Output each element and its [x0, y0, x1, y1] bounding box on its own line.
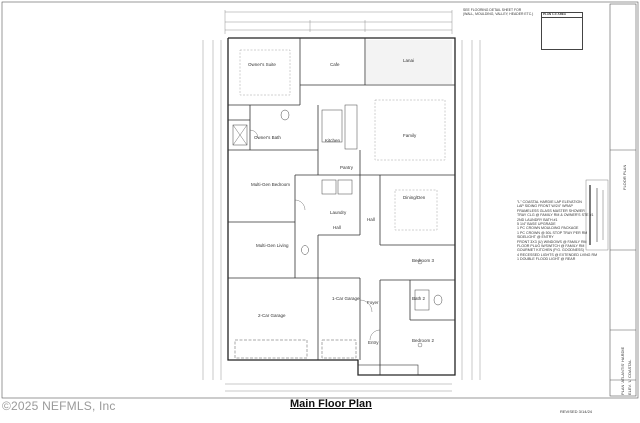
note-line: 1 DOUBLE FLOOD LIGHT @ REAR	[517, 257, 576, 262]
room-lanai: Lanai	[403, 58, 415, 63]
revised-date: REVISED 3/14/24	[560, 409, 593, 414]
flooring-note-line: SEE FLOORING DETAIL SHEET FOR	[463, 8, 522, 12]
room-foyer: Foyer	[367, 300, 379, 305]
title-block-elevation: ELEV. 'L' COASTAL	[627, 359, 632, 395]
room-2-car-garage: 2-Car Garage	[258, 313, 286, 318]
room-bath-2: Bath 2	[412, 296, 426, 301]
room-pantry: Pantry	[340, 165, 354, 170]
note-line: FRONT 3X3 (U) WINDOWS @ FAMILY RM	[517, 239, 587, 244]
exterior-walls	[227, 37, 456, 376]
room-bedroom-3: Bedroom 3	[412, 258, 435, 263]
room-hall-1: Hall	[333, 225, 341, 230]
note-line: 5 1/4" BASE UPGRADE	[517, 222, 556, 227]
room-owners-bath: Owner's Bath	[254, 135, 281, 140]
room-cafe: Cafe	[330, 62, 340, 67]
area-box-title: PLAN 1-C AREA	[542, 12, 582, 18]
sheet-border	[1, 1, 639, 399]
room-dining-den: Dining/Den	[403, 195, 426, 200]
mls-watermark: ©2025 NEFMLS, Inc	[2, 399, 116, 413]
note-line: 2ND LAUNDRY BATH #1	[517, 217, 558, 222]
builder-logo	[585, 179, 609, 251]
note-line: LAP SIDING FRONT W/24" WRAP	[517, 204, 573, 209]
options-notes: "L" COASTAL HARDIE LAP ELEVATION LAP SID…	[517, 200, 617, 262]
room-family: Family	[403, 133, 417, 138]
plan-area-box: PLAN 1-C AREA	[541, 12, 583, 50]
room-owners-suite: Owner's Suite	[248, 62, 276, 67]
plan-title: Main Floor Plan	[290, 398, 372, 410]
room-laundry: Laundry	[330, 210, 347, 215]
room-entry: Entry	[368, 340, 379, 345]
note-line: FRAMELESS GLASS MASTER SHOWER	[517, 208, 585, 213]
interior-walls	[228, 38, 455, 375]
garage-door-1car	[321, 339, 357, 359]
note-line: GOURMET KITCHEN (P.G. GOODNESS)	[517, 248, 584, 253]
note-line: 1 PC CROWN @ 50L STOP TRAY PER RM	[517, 230, 588, 235]
note-line: TRAY CLG @ FAMILY RM & OWNER'S STE #1	[517, 213, 594, 218]
room-1-car-garage: 1-Car Garage	[332, 296, 360, 301]
note-line: FLOOR PLUG W/SWITCH @ FAMILY RM	[517, 244, 585, 249]
flooring-note-line: (WALL, MOULDING, VALLEY, HEADER ETC.)	[463, 12, 534, 16]
room-bedroom-2: Bedroom 2	[412, 338, 435, 343]
room-kitchen: Kitchen	[325, 138, 341, 143]
flooring-note: SEE FLOORING DETAIL SHEET FOR (WALL, MOU…	[463, 8, 533, 16]
kitchen-island	[321, 109, 343, 143]
note-line: 1 PC CROWN MOULDING PACKAGE	[517, 226, 579, 231]
title-block-sheet-name: FLOOR PLAN	[622, 164, 627, 190]
room-hall-2: Hall	[367, 217, 375, 222]
shower	[232, 124, 248, 146]
note-line: "L" COASTAL HARDIE LAP ELEVATION	[517, 200, 582, 204]
title-block-border	[609, 3, 637, 397]
room-multi-gen-living: Multi-Gen Living	[256, 243, 289, 248]
title-block-plan-name: PLAN 'ATLANTIS' HARDIE	[620, 346, 625, 395]
garage-door-2car	[234, 339, 308, 359]
room-multi-gen-bedroom: Multi-Gen Bedroom	[251, 182, 291, 187]
note-line: SIDELIGHT @ ENTRY	[517, 235, 554, 240]
note-line: 4 RECESSED LIGHTS @ EXTENDED LVING RM	[517, 252, 598, 257]
